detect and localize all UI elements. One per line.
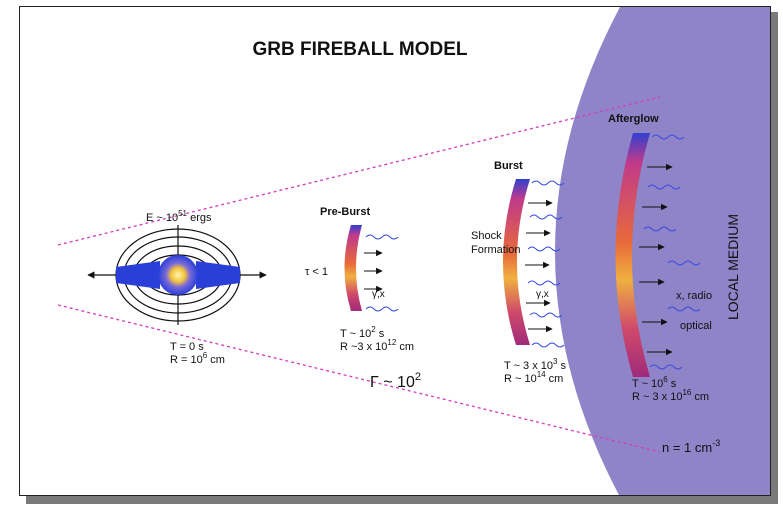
burst-shell (503, 179, 530, 345)
burst-radius: R ~ 1014 cm (504, 370, 563, 385)
origin-radius: R = 106 cm (170, 351, 225, 366)
energy-label: E ~ 1051 ergs (146, 209, 212, 224)
cone-lower-line (57, 304, 661, 453)
burst-emission: γ,x (536, 289, 549, 300)
afterglow-emission-xradio: x, radio (676, 290, 712, 302)
fireball-core (158, 255, 198, 295)
burst-waves (527, 180, 565, 348)
jet-left (116, 261, 160, 289)
local-medium-region (555, 7, 770, 495)
burst-title: Burst (494, 160, 523, 172)
preburst-title: Pre-Burst (320, 206, 370, 218)
jet-right (196, 261, 240, 289)
afterglow-emission-optical: optical (680, 320, 712, 332)
preburst-time: T ~ 102 s (340, 325, 385, 340)
burst-shock-line2: Formation (471, 244, 521, 256)
afterglow-arrows (639, 163, 673, 356)
fireball-diagram: GRB FIREBALL MODEL E ~ 1051 ergs T = 0 s… (57, 7, 770, 495)
preburst-radius: R ~3 x 1012 cm (340, 338, 414, 353)
preburst-arrows (364, 249, 383, 293)
afterglow-waves (643, 134, 701, 370)
cone-upper-line (57, 96, 661, 246)
burst-arrows (525, 199, 553, 333)
local-medium-label: LOCAL MEDIUM (725, 214, 741, 320)
preburst-waves (365, 234, 399, 312)
medium-density-label: n = 1 cm-3 (662, 438, 720, 455)
afterglow-time: T ~ 106 s (632, 375, 677, 390)
burst-time: T ~ 3 x 103 s (504, 357, 567, 372)
afterglow-shell (615, 133, 650, 377)
afterglow-title: Afterglow (608, 113, 659, 125)
diagram-frame: GRB FIREBALL MODEL E ~ 1051 ergs T = 0 s… (19, 6, 771, 496)
afterglow-radius: R ~ 3 x 1016 cm (632, 388, 709, 403)
origin-time: T = 0 s (170, 341, 204, 353)
lorentz-factor-label: Γ ~ 102 (370, 371, 421, 391)
preburst-tau: τ < 1 (305, 266, 328, 278)
page-title: GRB FIREBALL MODEL (253, 39, 468, 60)
preburst-shell (344, 225, 362, 311)
preburst-emission: γ,x (372, 289, 385, 300)
burst-shock-line1: Shock (471, 230, 502, 242)
